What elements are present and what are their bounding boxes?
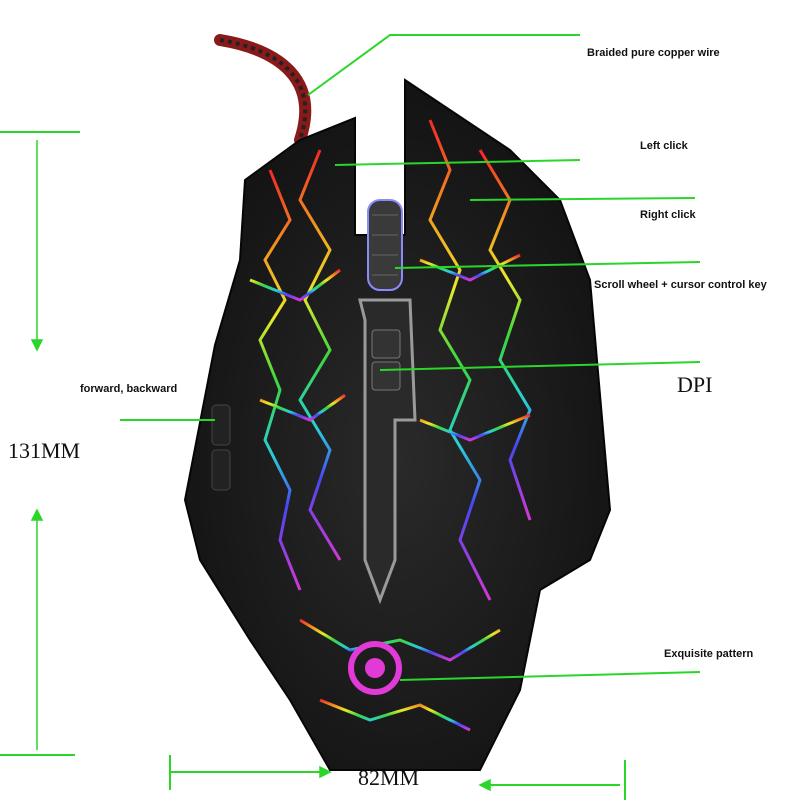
dpi-button-up: [371, 329, 401, 359]
callout-left-click: Left click: [640, 140, 688, 152]
scroll-wheel: [367, 199, 403, 291]
side-button-forward: [211, 404, 231, 446]
side-button-backward: [211, 449, 231, 491]
rgb-crackle-pattern: [249, 119, 532, 732]
callout-scroll-wheel: Scroll wheel + cursor control key: [594, 279, 767, 291]
logo-icon: [348, 641, 402, 695]
dimension-width: 82MM: [358, 765, 420, 790]
callout-lines: [0, 34, 701, 800]
callout-right-click: Right click: [640, 209, 696, 221]
dimension-height: 131MM: [8, 438, 81, 463]
braided-cable: [214, 34, 312, 146]
callout-dpi: DPI: [677, 372, 713, 397]
height-arrow: [30, 140, 44, 750]
width-arrow: [319, 765, 491, 792]
callout-side-buttons: forward, backward: [80, 383, 178, 395]
callout-wire: Braided pure copper wire: [587, 47, 720, 59]
callout-pattern: Exquisite pattern: [664, 648, 754, 660]
mouse-body: [183, 78, 612, 771]
dpi-button-down: [371, 361, 401, 391]
